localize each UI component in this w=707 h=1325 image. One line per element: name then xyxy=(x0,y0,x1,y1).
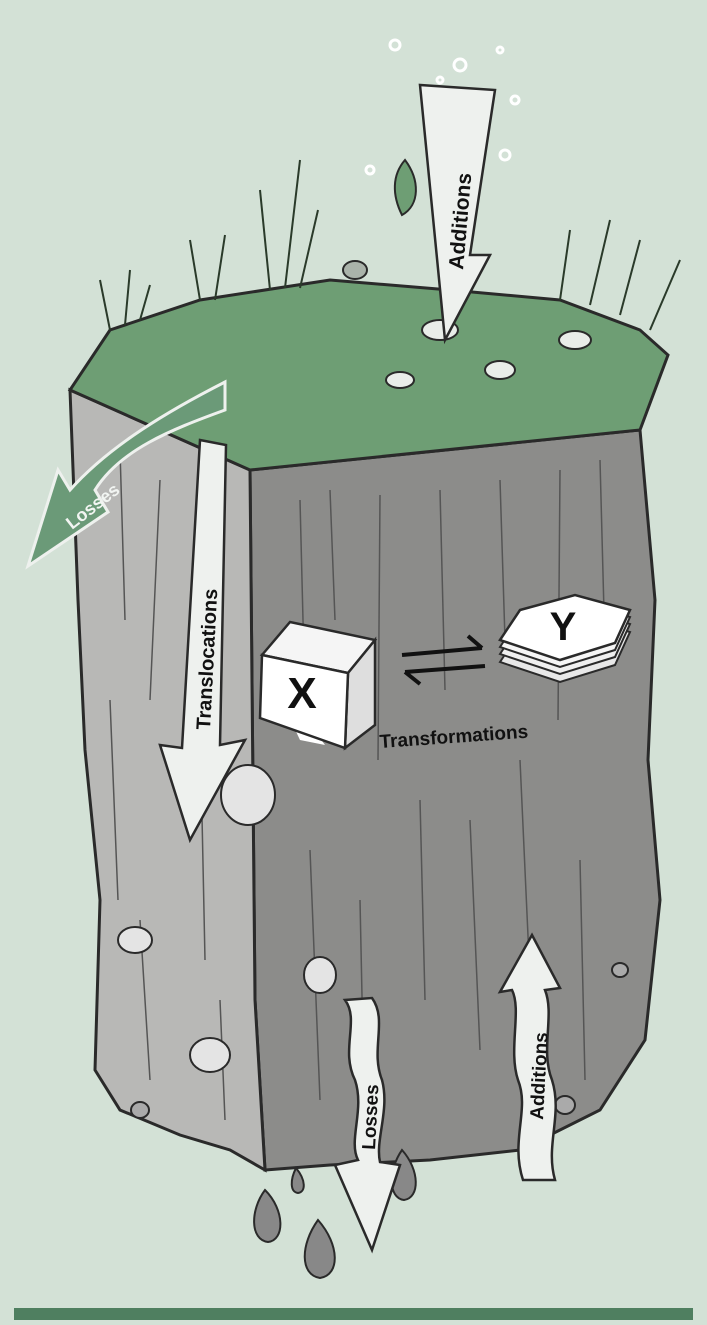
soil-front-face xyxy=(250,430,660,1170)
y-block-label: Y xyxy=(550,605,577,649)
losses-bottom-label: Losses xyxy=(359,1084,383,1150)
falling-leaf xyxy=(395,160,416,215)
x-block-label: X xyxy=(287,669,316,718)
bottom-bar xyxy=(14,1308,693,1320)
